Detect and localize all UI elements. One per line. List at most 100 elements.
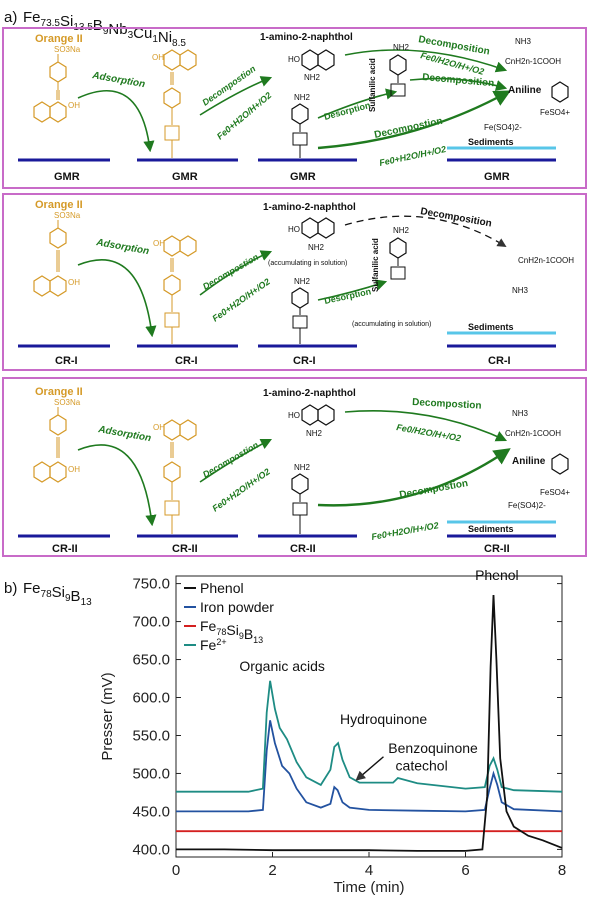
crii-base-label-4: CR-II — [484, 543, 510, 555]
svg-text:OH: OH — [153, 239, 165, 248]
gmr-decomposition-label-1: Decompostion — [200, 63, 257, 107]
crii-condition-3: Fe0+H2O/H+/O2 — [371, 520, 440, 542]
cri-sulfanilic-label: Sulfanilic acid — [371, 238, 380, 292]
gmr-sulfanilic-acid: Sulfanilic acid NH2 — [368, 43, 410, 112]
series-line-0 — [176, 594, 563, 852]
gmr-decomposition-arrow-1 — [199, 76, 273, 116]
crii-product-feso42: Fe(SO4)2- — [508, 501, 546, 510]
gmr-base-label-1: GMR — [54, 171, 80, 183]
cri-adsorption-arrow — [77, 259, 157, 338]
series-line-1 — [176, 720, 563, 813]
crii-base-label-2: CR-II — [172, 543, 198, 555]
gmr-dye-group: SO3Na — [54, 45, 81, 54]
cri-product-nh3: NH3 — [512, 286, 529, 295]
svg-text:OH: OH — [152, 53, 164, 62]
x-tick-label: 0 — [172, 862, 180, 879]
crii-decomposition-arrow-1 — [199, 438, 273, 483]
y-tick-label: 450.0 — [132, 803, 170, 820]
cri-decomposition-arrow-top — [344, 215, 507, 247]
crii-adsorption-label: Adsorption — [96, 424, 151, 444]
cri-amine-product-label: 1-amino-2-naphthol — [263, 202, 356, 213]
chromatogram-chart: 400.0450.0500.0550.0600.0650.0700.0750.0… — [99, 567, 566, 896]
gmr-decomposition-arrow-mid — [409, 77, 508, 91]
legend-entry-0: Phenol — [200, 580, 244, 596]
x-tick-label: 2 — [268, 862, 276, 879]
row-cr-i: CR-I CR-I CR-I CR-I Sediments Orange II … — [2, 193, 587, 371]
gmr-decomposition-arrow-top — [344, 49, 508, 73]
crii-surface-sulfanilic: NH2 — [291, 463, 311, 534]
gmr-amine-product-label: 1-amino-2-naphthol — [260, 32, 353, 43]
gmr-base-label-3: GMR — [290, 171, 316, 183]
row-gmr-frame — [2, 27, 587, 189]
cri-surface-sulfanilic: NH2 — [291, 277, 311, 344]
row-cr-ii-frame — [2, 377, 587, 557]
legend-entry-2: Fe78Si9B13 — [200, 618, 263, 645]
cri-adsorbed-dye: OH — [153, 235, 197, 344]
panel-a-label: a) — [4, 9, 17, 26]
cri-base-label-3: CR-I — [293, 355, 316, 367]
crii-decomposition-arrow-top — [344, 410, 508, 442]
annotation-3: Benzoquinone — [388, 740, 478, 756]
gmr-sulfanilic-label: Sulfanilic acid — [368, 58, 377, 112]
gmr-product-nh3: NH3 — [515, 37, 532, 46]
gmr-base-label-2: GMR — [172, 171, 198, 183]
row-cr-ii: CR-II CR-II CR-II CR-II Sediments Orange… — [2, 377, 587, 557]
y-tick-label: 750.0 — [132, 576, 170, 593]
gmr-adsorption-label: Adsorption — [90, 70, 145, 90]
crii-sediments-label: Sediments — [468, 524, 514, 534]
crii-decomposition-label-low: Decompostion — [399, 478, 469, 501]
gmr-base-label-4: GMR — [484, 171, 510, 183]
crii-product-aniline: Aniline — [512, 456, 546, 467]
y-axis-label: Presser (mV) — [99, 672, 116, 760]
gmr-product-aniline: Aniline — [508, 85, 542, 96]
gmr-product-feso4: FeSO4+ — [540, 108, 570, 117]
svg-text:NH2: NH2 — [306, 429, 323, 438]
gmr-decomposition-label-low: Decompostion — [373, 116, 443, 141]
gmr-sediments-label: Sediments — [468, 137, 514, 147]
gmr-surface-sulfanilic: NH2 — [291, 93, 311, 158]
crii-product-nh3: NH3 — [512, 409, 529, 418]
cri-desorption-arrow — [317, 279, 388, 301]
cri-accumulating-label-2: (accumulating in solution) — [352, 321, 431, 328]
gmr-condition-3: Fe0+H2O/H+/O2 — [378, 144, 447, 168]
crii-orange-ii-molecule: Orange II SO3Na OH — [33, 386, 83, 483]
svg-text:OH: OH — [68, 465, 80, 474]
annotation-2: Hydroquinone — [340, 711, 427, 727]
y-tick-label: 700.0 — [132, 614, 170, 631]
crii-base-label-3: CR-II — [290, 543, 316, 555]
crii-aniline-ring — [551, 453, 569, 475]
cri-adsorption-label: Adsorption — [94, 237, 149, 257]
crii-dye-group: SO3Na — [54, 398, 81, 407]
row-cr-i-frame — [2, 193, 587, 371]
svg-text:HO: HO — [288, 225, 300, 234]
crii-dye-name: Orange II — [35, 386, 83, 398]
panel-b-heading: b) Fe78Si9B13 — [4, 580, 92, 608]
svg-text:HO: HO — [288, 55, 300, 64]
legend-entry-1: Iron powder — [200, 599, 274, 615]
x-tick-label: 8 — [558, 862, 566, 879]
legend-entry-3: Fe2+ — [200, 637, 227, 653]
gmr-orange-ii-molecule: Orange II SO3Na OH — [33, 33, 83, 123]
cri-accumulating-label-1: (accumulating in solution) — [268, 260, 347, 267]
annotation-arrow — [355, 756, 384, 781]
svg-text:OH: OH — [68, 101, 80, 110]
cri-sulfanilic-acid: Sulfanilic acid NH2 (accumulating in sol… — [352, 226, 431, 328]
crii-product-feso4: FeSO4+ — [540, 488, 570, 497]
crii-condition-1: Fe0+H2O/H+/O2 — [210, 466, 271, 513]
crii-decomposition-label-1: Decompostion — [201, 440, 261, 480]
panel-b-label: b) — [4, 580, 17, 597]
gmr-products: NH3 CnH2n-1COOH Aniline FeSO4+ Fe(SO4)2- — [484, 37, 570, 132]
gmr-decomposition-label-mid: Decomposition — [422, 72, 495, 89]
row-gmr: GMR GMR GMR GMR Sediments Orange II SO3N… — [2, 27, 587, 189]
x-tick-label: 6 — [461, 862, 469, 879]
crii-decomposition-label-top: Decompostion — [412, 397, 482, 412]
svg-text:NH2: NH2 — [308, 243, 325, 252]
crii-decomposition-arrow-low — [317, 448, 511, 507]
svg-text:NH2: NH2 — [294, 463, 311, 472]
annotation-0: Phenol — [475, 567, 519, 583]
crii-adsorption-arrow — [77, 444, 157, 527]
annotation-1: Organic acids — [239, 658, 325, 674]
gmr-condition-1: Fe0+H2O/H+/O2 — [215, 90, 274, 141]
crii-products: NH3 CnH2n-1COOH Aniline FeSO4+ Fe(SO4)2- — [505, 409, 570, 510]
y-tick-label: 650.0 — [132, 652, 170, 669]
